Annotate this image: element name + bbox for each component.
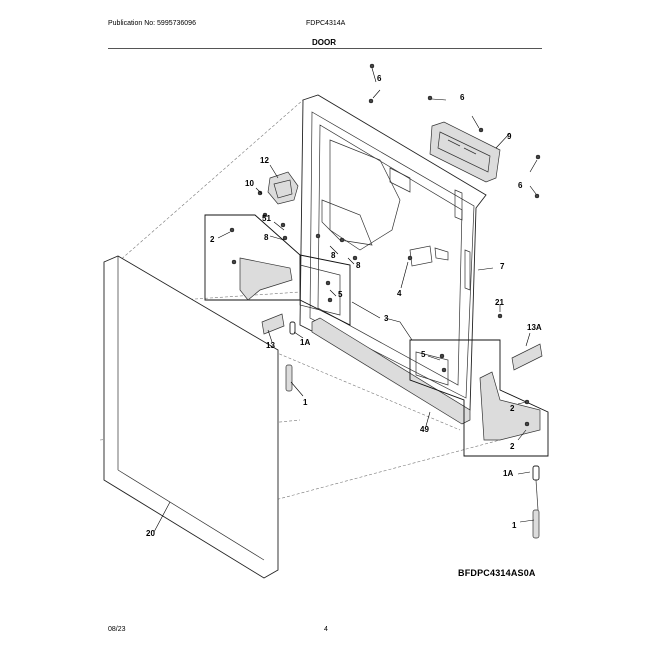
label-2-right-b: 2	[510, 442, 515, 451]
control-panel	[429, 121, 501, 183]
label-1-bottom: 1	[512, 521, 517, 530]
label-10: 10	[245, 179, 254, 188]
part-labels: 6 6 6 9 12 10 51 8 8 8 2 4 5 7 21 3 13A …	[146, 74, 542, 538]
left-hinge-callout	[204, 214, 351, 326]
door-latch	[267, 171, 299, 205]
leader-lines	[153, 132, 535, 533]
diagram-code: BFDPC4314AS0A	[458, 568, 536, 578]
publication-number: Publication No: 5995736096	[108, 20, 196, 27]
label-4: 4	[397, 289, 402, 298]
bottom-trim-strip	[311, 317, 471, 425]
label-8-b: 8	[331, 251, 336, 260]
label-6-c: 6	[518, 181, 523, 190]
label-20: 20	[146, 529, 155, 538]
model-number: FDPC4314A	[306, 20, 346, 27]
label-5-left: 5	[338, 290, 343, 299]
label-3: 3	[384, 314, 389, 323]
screws	[229, 63, 541, 427]
label-2-left: 2	[210, 235, 215, 244]
label-9: 9	[507, 132, 512, 141]
header-rule	[108, 48, 542, 49]
page-number: 4	[324, 626, 328, 633]
label-1a-right: 1A	[503, 469, 513, 478]
label-12: 12	[260, 156, 269, 165]
hinge-springs	[285, 321, 540, 539]
label-2-right-a: 2	[510, 404, 515, 413]
label-13a: 13A	[527, 323, 542, 332]
section-title: DOOR	[312, 38, 336, 47]
label-6-b: 6	[460, 93, 465, 102]
label-7: 7	[500, 262, 505, 271]
inner-door-liner	[299, 94, 487, 411]
label-8-c: 8	[356, 261, 361, 270]
label-21: 21	[495, 298, 504, 307]
footer-date: 08/23	[108, 626, 126, 633]
label-8-a: 8	[264, 233, 269, 242]
label-13: 13	[266, 341, 275, 350]
label-6-a: 6	[377, 74, 382, 83]
outer-door-panel	[103, 255, 279, 579]
hinge-covers	[261, 313, 543, 371]
label-1-top: 1	[303, 398, 308, 407]
label-49: 49	[420, 425, 429, 434]
label-5-right: 5	[421, 350, 426, 359]
label-51: 51	[262, 214, 271, 223]
label-1a-left: 1A	[300, 338, 310, 347]
